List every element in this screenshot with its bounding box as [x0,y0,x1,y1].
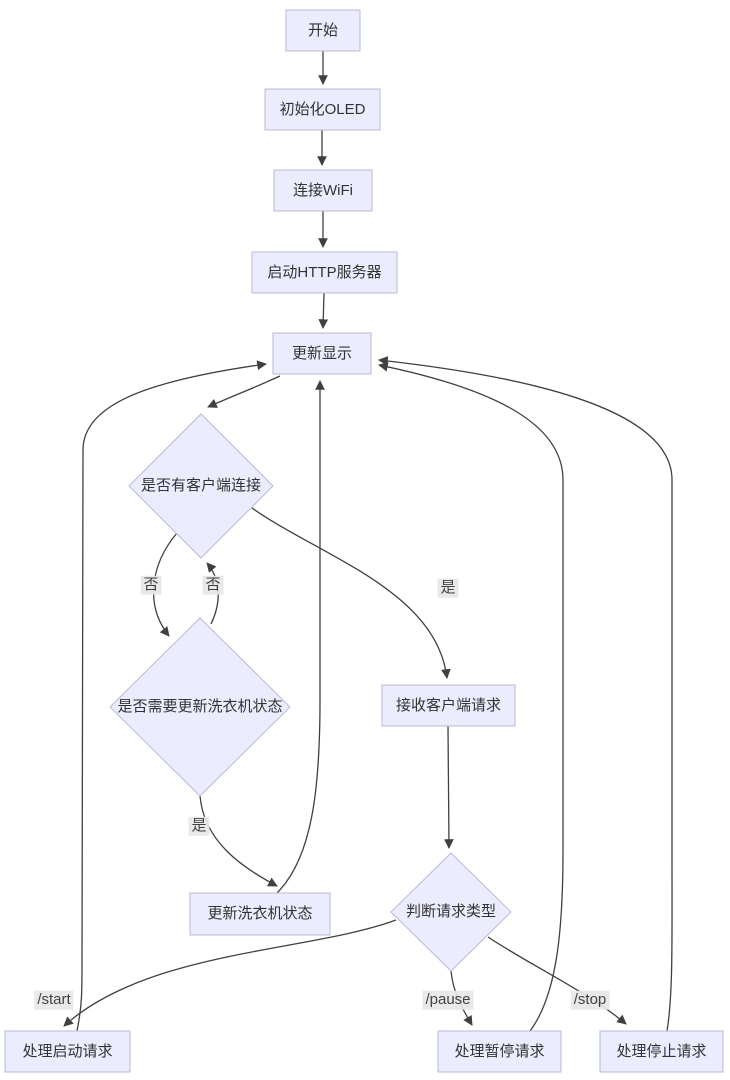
node-update-display [272,332,372,375]
edge-updatestatus-to-display [276,380,325,894]
edge-label-pause-path: /pause [422,990,474,1010]
edge-label-stop-path: /stop [570,990,610,1010]
node-handle-start [4,1030,131,1073]
node-update-washer-status [189,892,331,936]
edge-label-yes-to-update: 是 [188,816,210,836]
edge-label-yes-to-receive: 是 [437,578,459,598]
edge-handlepause-to-display [378,362,564,1032]
node-need-update-status-decision [109,617,291,797]
edge-receive-to-judge [444,725,454,849]
edge-judge-stop-to-handlestop [487,936,627,1025]
node-handle-stop [599,1030,724,1073]
node-start [285,9,361,52]
node-client-connected-decision [128,413,274,559]
edge-display-to-clientcheck [207,375,281,408]
node-handle-pause [437,1030,562,1073]
node-start-http [251,251,398,294]
edge-label-no-to-clientcheck: 否 [202,575,224,595]
node-judge-request-type-decision [390,852,512,972]
edge-handlestop-to-display [378,356,673,1032]
edge-judge-start-to-handlestart [63,919,397,1027]
edge-statuscheck-yes-to-updatestatus [199,795,278,887]
node-connect-wifi [273,169,373,212]
node-receive-request [381,684,516,727]
edge-label-start-path: /start [34,990,74,1010]
node-init-oled [264,88,381,131]
edge-clientcheck-yes-to-receive [251,507,451,679]
edge-handlestart-to-display [76,360,267,1032]
edge-label-no-to-statuscheck: 否 [140,575,162,595]
edge-http-to-display [318,292,329,329]
